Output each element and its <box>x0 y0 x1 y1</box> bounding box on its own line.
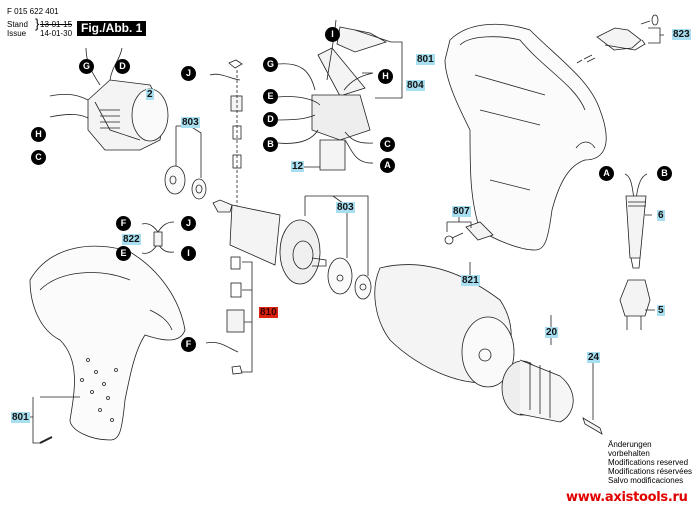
part-label-801-top[interactable]: 801 <box>416 54 435 65</box>
brace: } <box>35 16 40 31</box>
connector-C: C <box>31 150 46 165</box>
note-fr: Modifications réservées <box>608 467 693 476</box>
part-label-5[interactable]: 5 <box>657 305 665 316</box>
connector-F: F <box>116 216 131 231</box>
connector-H: H <box>31 127 46 142</box>
motor-stator <box>49 47 169 151</box>
power-cord <box>619 173 655 330</box>
part-label-24[interactable]: 24 <box>587 352 601 363</box>
housing-left-shell <box>29 245 186 444</box>
part-label-12[interactable]: 12 <box>291 161 305 172</box>
connector-G: G <box>263 57 278 72</box>
part-label-801-bottom[interactable]: 801 <box>11 412 30 423</box>
connector-E: E <box>263 89 278 104</box>
connector-J: J <box>181 216 196 231</box>
part-label-823[interactable]: 823 <box>672 29 691 40</box>
stand-date: 13-01-15 <box>40 20 73 29</box>
keyless-chuck-20 <box>501 315 574 423</box>
connector-J: J <box>181 66 196 81</box>
bearing-set-803-right <box>304 195 372 300</box>
note-es: Salvo modificaciones <box>608 476 684 485</box>
note-de: Änderungen vorbehalten <box>608 440 652 458</box>
chuck-screw-24 <box>582 358 603 435</box>
direction-switch-823 <box>576 14 664 64</box>
grip-dots <box>80 358 118 422</box>
part-label-803-left[interactable]: 803 <box>181 117 200 128</box>
connector-I: I <box>325 27 340 42</box>
part-label-821[interactable]: 821 <box>461 275 480 286</box>
part-label-803-right[interactable]: 803 <box>336 202 355 213</box>
connector-D: D <box>263 112 278 127</box>
armature <box>212 199 327 285</box>
part-label-810[interactable]: 810 <box>259 307 278 318</box>
stand-label: Stand <box>7 20 28 29</box>
connector-C: C <box>380 137 395 152</box>
connector-D: D <box>115 59 130 74</box>
part-label-2[interactable]: 2 <box>146 89 154 100</box>
connector-I: I <box>181 246 196 261</box>
connector-B: B <box>657 166 672 181</box>
connector-E: E <box>116 246 131 261</box>
connector-G: G <box>79 59 94 74</box>
part-label-804[interactable]: 804 <box>406 80 425 91</box>
cable-clamp-807 <box>444 216 494 245</box>
issue-date: 14-01-30 <box>40 29 73 38</box>
modification-notes: Änderungen vorbehalten Modifications res… <box>608 440 695 485</box>
connector-A: A <box>380 158 395 173</box>
connector-A: A <box>599 166 614 181</box>
figure-label: Fig./Abb. 1 <box>77 21 147 36</box>
part-label-6[interactable]: 6 <box>657 210 665 221</box>
note-en: Modifications reserved <box>608 458 689 467</box>
watermark-link[interactable]: www.axistools.ru <box>566 490 688 505</box>
bearing-set-803-left <box>164 125 207 200</box>
part-number: F 015 622 401 <box>7 7 59 16</box>
connector-F: F <box>181 337 196 352</box>
issue-label: Issue <box>7 29 27 38</box>
housing-right-shell <box>444 23 607 251</box>
switch-assembly <box>277 19 403 171</box>
part-label-807[interactable]: 807 <box>452 206 471 217</box>
part-label-822[interactable]: 822 <box>122 234 141 245</box>
connector-B: B <box>263 137 278 152</box>
gearbox-821 <box>374 262 515 388</box>
brush-column <box>205 59 253 375</box>
wire-connector-822 <box>141 221 175 254</box>
connector-H: H <box>378 69 393 84</box>
part-label-20[interactable]: 20 <box>545 327 559 338</box>
